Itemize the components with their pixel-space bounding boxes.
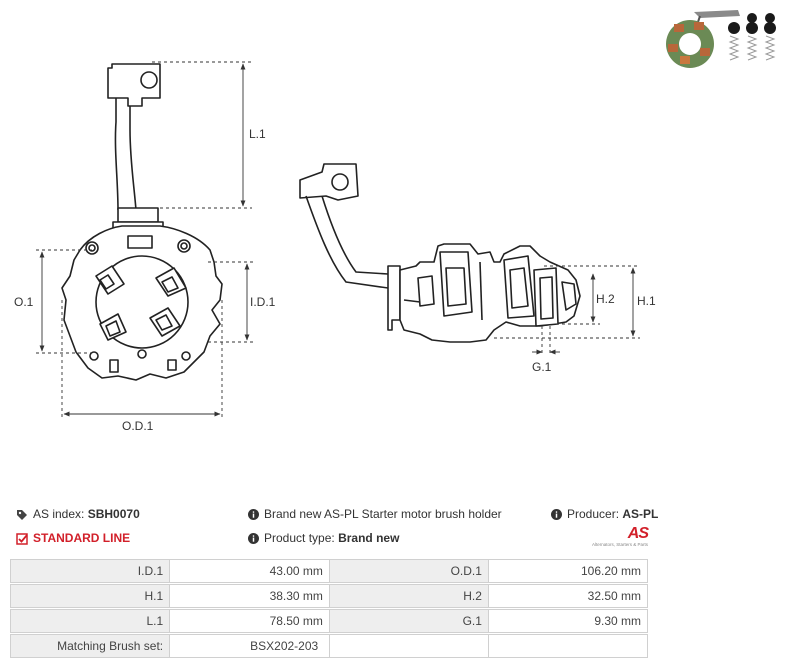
spec-key: O.D.1 bbox=[328, 559, 489, 583]
matching-brush-value: BSX202-203 bbox=[169, 634, 330, 658]
description: Brand new AS-PL Starter motor brush hold… bbox=[248, 507, 502, 521]
as-index-label: AS index: bbox=[33, 507, 85, 521]
spec-key: L.1 bbox=[9, 609, 171, 633]
producer-label: Producer: bbox=[567, 507, 620, 521]
product-type: Product type: Brand new bbox=[248, 531, 399, 545]
product-type-value: Brand new bbox=[338, 531, 400, 545]
table-row: I.D.1 43.00 mm O.D.1 106.20 mm bbox=[9, 559, 649, 583]
spec-value: 106.20 mm bbox=[487, 559, 649, 583]
info-icon bbox=[551, 509, 562, 521]
info-icon bbox=[248, 509, 259, 521]
product-photo bbox=[666, 10, 776, 68]
table-row: L.1 78.50 mm G.1 9.30 mm bbox=[9, 609, 649, 633]
spec-value: 32.50 mm bbox=[487, 584, 649, 608]
front-view bbox=[61, 63, 223, 381]
dim-label-id1: I.D.1 bbox=[250, 295, 276, 309]
logo-tagline: Alternators, Starters & Parts bbox=[591, 542, 648, 547]
technical-drawing: L.1 O.1 I.D.1 O.D.1 H.2 H bbox=[14, 10, 776, 433]
dim-label-l1: L.1 bbox=[249, 127, 266, 141]
check-square-icon bbox=[16, 533, 28, 545]
standard-line: STANDARD LINE bbox=[16, 531, 130, 545]
front-dimensions bbox=[36, 61, 254, 420]
as-index-value: SBH0070 bbox=[87, 507, 140, 521]
spec-value: 38.30 mm bbox=[169, 584, 330, 608]
dim-label-o1: O.1 bbox=[14, 295, 34, 309]
spec-table: I.D.1 43.00 mm O.D.1 106.20 mm H.1 38.30… bbox=[9, 559, 649, 658]
spec-key: H.1 bbox=[9, 584, 171, 608]
producer: Producer: AS-PL bbox=[551, 507, 658, 521]
dim-label-od1: O.D.1 bbox=[122, 419, 154, 433]
side-view bbox=[299, 163, 581, 343]
spec-key: H.2 bbox=[328, 584, 489, 608]
producer-value: AS-PL bbox=[622, 507, 659, 521]
logo-mark: AS bbox=[627, 525, 649, 542]
table-row: H.1 38.30 mm H.2 32.50 mm bbox=[9, 584, 649, 608]
info-icon bbox=[248, 533, 259, 545]
as-pl-logo: AS Alternators, Starters & Parts bbox=[584, 525, 649, 554]
description-text: Brand new AS-PL Starter motor brush hold… bbox=[264, 507, 502, 521]
tag-icon bbox=[17, 509, 27, 520]
product-type-label: Product type: bbox=[264, 531, 335, 545]
matching-brush-label: Matching Brush set: bbox=[9, 634, 171, 658]
spec-key: I.D.1 bbox=[9, 559, 171, 583]
empty-cell bbox=[487, 634, 649, 658]
dim-label-h2: H.2 bbox=[596, 292, 615, 306]
empty-cell bbox=[328, 634, 489, 658]
dim-label-g1: G.1 bbox=[532, 360, 552, 374]
table-row: Matching Brush set: BSX202-203 bbox=[9, 634, 649, 658]
side-dimensions bbox=[494, 265, 640, 356]
spec-value: 9.30 mm bbox=[487, 609, 649, 633]
as-index: AS index: SBH0070 bbox=[16, 507, 140, 521]
spec-value: 78.50 mm bbox=[169, 609, 330, 633]
dim-label-h1: H.1 bbox=[637, 294, 656, 308]
spec-value: 43.00 mm bbox=[169, 559, 330, 583]
standard-line-label: STANDARD LINE bbox=[33, 531, 131, 545]
spec-key: G.1 bbox=[328, 609, 489, 633]
